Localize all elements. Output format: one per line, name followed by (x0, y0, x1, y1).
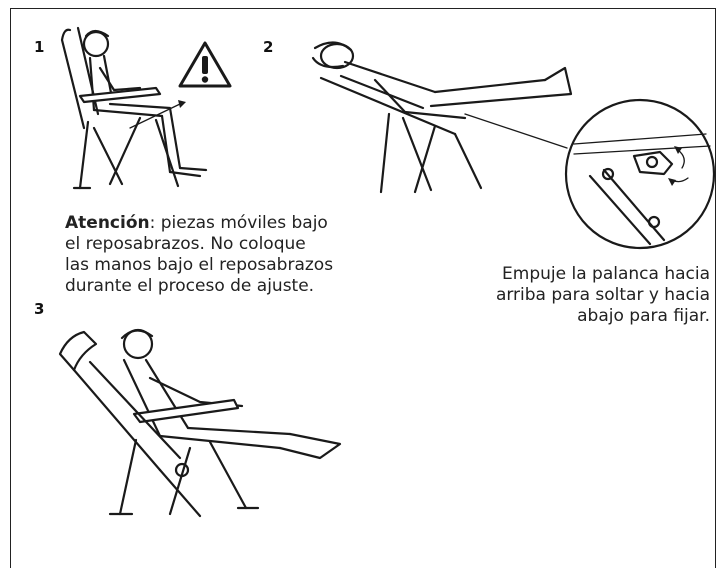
warning-bold-label: Atención (65, 213, 150, 233)
warning-triangle-icon (178, 41, 232, 88)
lever-caption-line-3: abajo para fijar. (577, 306, 710, 326)
warning-text: Atención: piezas móviles bajo el reposab… (65, 213, 365, 297)
step-number-3: 3 (34, 300, 45, 318)
lever-arrow-up-icon (677, 149, 685, 169)
lever-detail-illustration (564, 98, 716, 250)
illustration-seated-chair (60, 26, 208, 190)
warning-line-3: las manos bajo el reposabrazos (65, 255, 334, 275)
lever-caption: Empuje la palanca hacia arriba para solt… (420, 264, 710, 327)
illustration-semi-reclined-chair (58, 328, 342, 518)
lever-caption-line-2: arriba para soltar y hacia (495, 285, 710, 305)
step-number-1: 1 (34, 38, 45, 56)
illustration-reclined-chair (311, 41, 573, 194)
warning-line-1-rest: : piezas móviles bajo (149, 213, 328, 233)
warning-line-1: Atención: piezas móviles bajo (65, 213, 365, 234)
page-frame (10, 8, 716, 568)
step-number-2: 2 (263, 38, 274, 56)
lever-caption-line-1: Empuje la palanca hacia (502, 264, 710, 284)
warning-line-2: el reposabrazos. No coloque (65, 234, 306, 254)
warning-line-4: durante el proceso de ajuste. (65, 276, 315, 296)
